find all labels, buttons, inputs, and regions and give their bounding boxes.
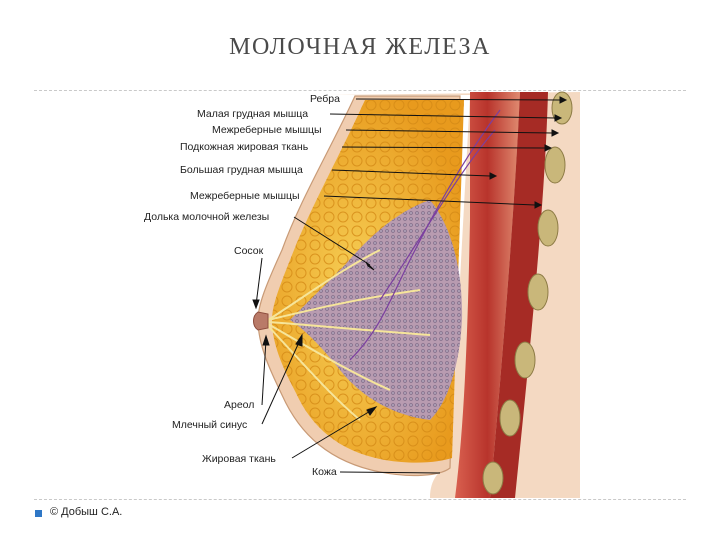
footer-copyright: © Добыш С.А. <box>50 506 123 518</box>
footer-bullet-icon <box>35 510 42 517</box>
label-gland-lobule: Долька молочной железы <box>144 211 269 223</box>
top-divider <box>34 90 686 91</box>
label-pectoralis-major: Большая грудная мышца <box>180 164 303 176</box>
gland-texture <box>290 200 463 420</box>
milk-ducts <box>267 249 431 421</box>
label-milk-sinus: Млечный синус <box>172 419 247 431</box>
label-fat-tissue: Жировая ткань <box>202 453 276 465</box>
label-pectoralis-minor: Малая грудная мышца <box>197 108 308 120</box>
label-intercostal-1: Межреберные мышцы <box>212 124 322 136</box>
pectoralis-major-muscle <box>455 92 520 498</box>
blood-vessels <box>349 109 501 361</box>
label-intercostal-2: Межреберные мышцы <box>190 190 300 202</box>
intercostal-muscle <box>490 92 548 498</box>
slide-title: МОЛОЧНАЯ ЖЕЛЕЗА <box>229 34 491 60</box>
nipple <box>253 311 269 331</box>
label-subcutaneous-fat: Подкожная жировая ткань <box>180 141 309 153</box>
label-ribs: Ребра <box>310 93 340 105</box>
label-areola: Ареол <box>224 399 254 411</box>
label-nipple: Сосок <box>234 245 264 257</box>
leader-lines <box>252 96 568 474</box>
bottom-divider <box>34 499 686 500</box>
label-skin: Кожа <box>312 466 337 478</box>
